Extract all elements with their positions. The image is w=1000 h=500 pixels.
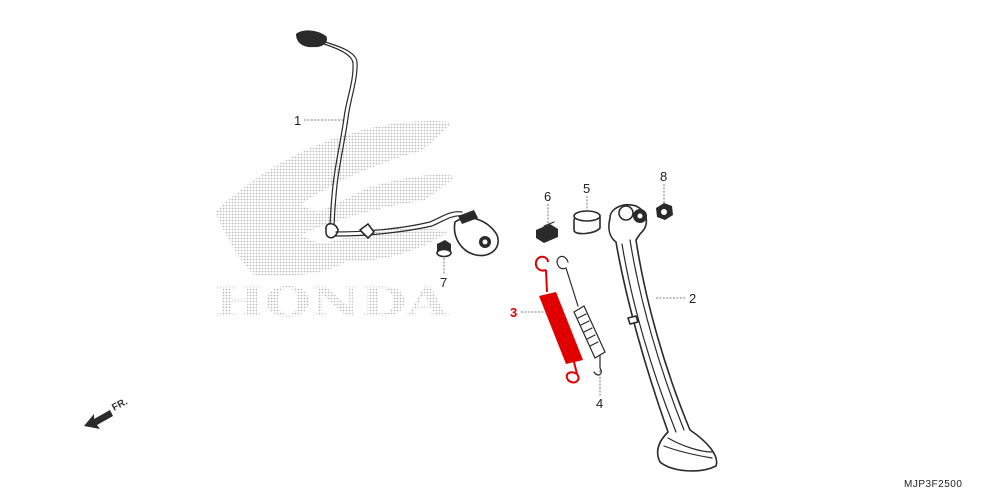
part-4-spring [556, 255, 606, 376]
part-3-spring-highlighted [534, 255, 583, 384]
callout-5: 5 [583, 181, 590, 196]
part-7-bolt [436, 240, 452, 258]
callout-7: 7 [440, 275, 447, 290]
front-direction-marker: FR. [84, 396, 130, 429]
part-2-side-stand [608, 203, 718, 472]
part-6-pivot-bolt [536, 221, 558, 243]
honda-wing-logo: HONDA [214, 121, 455, 326]
diagram-code: MJP3F2500 [904, 479, 962, 490]
part-8-nut [656, 203, 673, 220]
front-arrow-icon [84, 410, 113, 429]
leader-lines [304, 119, 686, 396]
callout-6: 6 [544, 189, 551, 204]
callout-3: 3 [510, 305, 517, 320]
callout-8: 8 [660, 169, 667, 184]
honda-watermark: HONDA [214, 279, 449, 326]
callout-4: 4 [596, 396, 603, 411]
part-1-side-stand-switch [296, 30, 499, 257]
callout-2: 2 [689, 291, 696, 306]
part-5-collar [573, 210, 601, 235]
callout-1: 1 [294, 113, 301, 128]
callout-labels: 1 2 3 4 5 6 7 8 [294, 113, 696, 411]
front-label: FR. [110, 396, 130, 413]
